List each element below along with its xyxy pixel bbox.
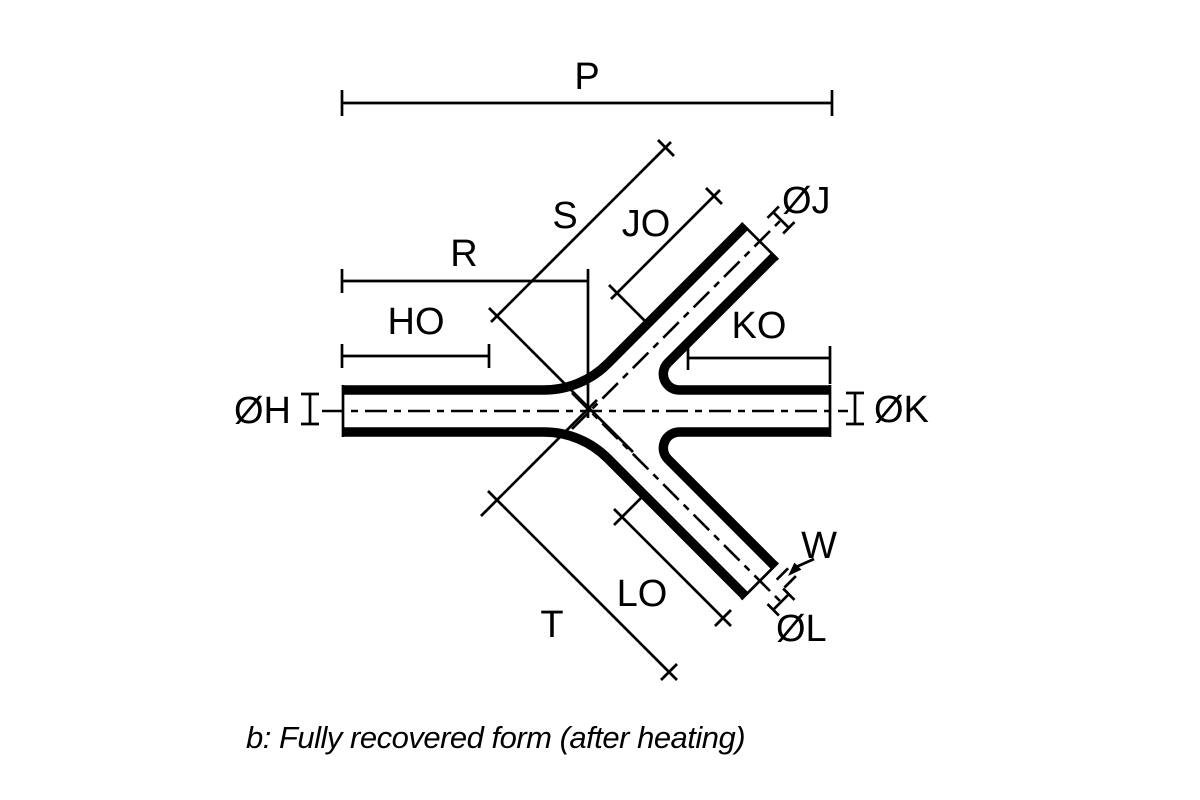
dim-lo-tick-lower [714,609,732,627]
dim-ho [340,344,491,368]
wall-upper-branch-to-right-top [658,252,830,395]
dim-t [480,399,678,681]
w-leader-line [795,557,815,569]
dia-l-ibeam-tick-upper [782,587,796,601]
dia-j-ibeam-tick-lower [782,221,796,235]
dim-ko [686,346,832,384]
dimension-labels: P S R HO JO KO LO T ØH ØK ØJ ØL W [234,56,929,650]
dia-j-ibeam-tick-upper [766,205,780,219]
label-w: W [801,525,837,567]
label-dia-j: ØJ [782,180,831,222]
dim-jo [608,187,723,326]
dia-h-ibeam [301,392,319,426]
dia-l-ibeam-tick-lower [766,603,780,617]
dim-t-tick-lower [660,663,678,681]
dia-k-ibeam [846,391,864,426]
label-dia-h: ØH [234,390,291,432]
tube-walls [343,223,830,599]
label-jo: JO [622,203,671,245]
figure-caption: b: Fully recovered form (after heating) [246,720,745,755]
w-arrow-icon [788,562,802,576]
dim-lo [613,493,732,627]
w-annotation [775,557,815,589]
dia-l-ibeam [766,587,796,617]
label-dia-k: ØK [874,389,929,431]
label-ho: HO [388,301,445,343]
dim-s-tick-upper [657,139,675,157]
dim-jo-extension-lower [608,284,650,326]
dim-lo-extension-upper [613,493,646,526]
dia-l-ibeam-bar [772,593,790,611]
wall-left-top [343,223,749,395]
dim-lo-line [613,508,732,627]
dim-r [340,269,590,418]
label-t: T [540,604,563,646]
dim-jo-tick-upper [705,187,723,205]
dim-p [340,90,834,116]
w-tick-inner [783,575,797,589]
label-r: R [450,233,477,275]
label-lo: LO [617,573,668,615]
label-s: S [552,195,577,237]
label-p: P [574,56,599,98]
wall-lower-branch-to-right-bottom [658,427,830,570]
centerline-upper-branch [571,217,784,430]
dia-j-ibeam [766,205,796,235]
dia-j-ibeam-bar [772,211,790,229]
centerline-lower-branch [571,392,784,605]
dim-jo-line [610,189,721,300]
wall-left-bottom [343,427,749,599]
label-ko: KO [732,305,787,347]
w-tick-outer [775,567,790,581]
label-dia-l: ØL [776,608,827,650]
dim-s-line [490,141,672,323]
dim-s-extension-to-center [488,307,634,453]
dim-t-extension-to-center [480,399,598,517]
dim-t-line [487,490,678,681]
dim-s [488,139,675,453]
